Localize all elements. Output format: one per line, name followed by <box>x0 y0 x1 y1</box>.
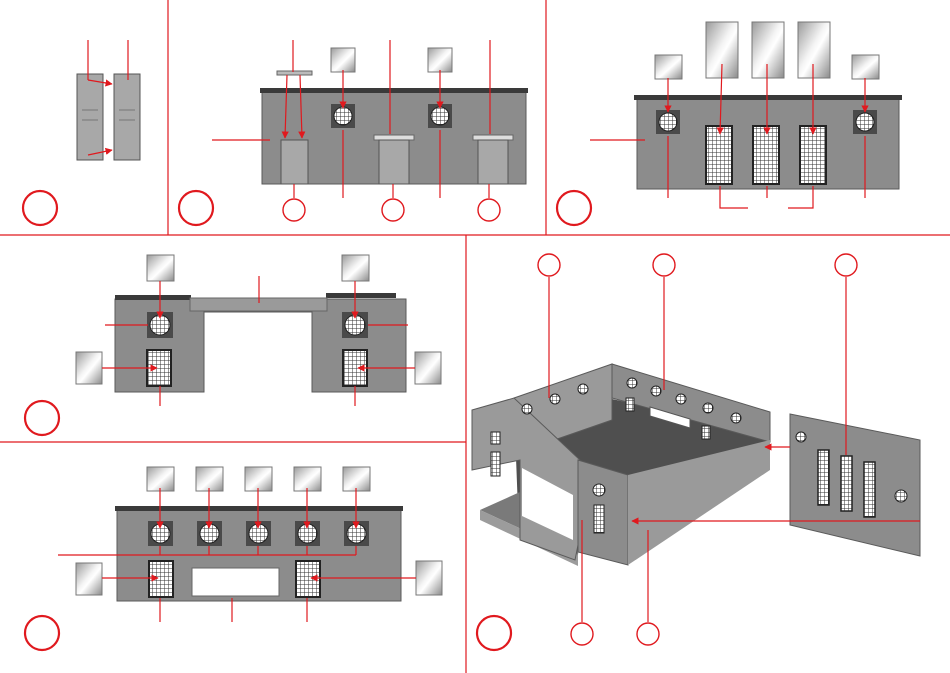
grid-window-icon <box>296 561 320 597</box>
panel-2 <box>179 40 528 225</box>
round-window-icon <box>431 107 449 125</box>
part-callout-circle <box>653 254 675 276</box>
panel-5 <box>25 467 442 650</box>
glazing-sheet-icon <box>343 467 370 491</box>
glazing-sheet-icon <box>416 561 442 595</box>
step-marker-circle <box>25 401 59 435</box>
panel-3 <box>557 22 902 225</box>
door-lintel <box>277 71 312 75</box>
step-marker-circle <box>179 191 213 225</box>
glazing-sheet-icon <box>294 467 321 491</box>
glazing-sheet-icon <box>852 55 879 79</box>
glazing-sheet-icon <box>415 352 441 384</box>
door-icon <box>379 140 409 184</box>
glazing-sheet-icon <box>147 255 174 281</box>
panel-6 <box>472 254 920 650</box>
wall-opening <box>192 568 279 596</box>
step-marker-circle <box>25 616 59 650</box>
grid-window-icon <box>149 561 173 597</box>
round-window-icon <box>659 113 677 131</box>
detached-side-wall <box>790 414 920 556</box>
glazing-sheet-icon <box>331 48 355 72</box>
step-marker-circle <box>23 191 57 225</box>
round-window-icon <box>856 113 874 131</box>
part-callout-circle <box>637 623 659 645</box>
door-left-icon <box>77 74 103 160</box>
door-icon <box>478 140 508 184</box>
glazing-sheet-icon <box>798 22 830 78</box>
glazing-sheet-icon <box>76 352 102 384</box>
step-marker-circle <box>557 191 591 225</box>
panel-4 <box>25 255 441 435</box>
part-callout-circle <box>382 199 404 221</box>
glazing-sheet-icon <box>76 563 102 595</box>
glazing-sheet-icon <box>196 467 223 491</box>
glazing-sheet-icon <box>428 48 452 72</box>
glazing-sheet-icon <box>655 55 682 79</box>
door-right-icon <box>114 74 140 160</box>
grid-window-icon <box>753 126 779 184</box>
part-callout-circle <box>478 199 500 221</box>
glazing-row <box>147 467 370 491</box>
round-window-icon <box>334 107 352 125</box>
door-icon <box>281 140 308 184</box>
glazing-sheet-icon <box>752 22 784 78</box>
grid-window-icon <box>706 126 732 184</box>
part-callout-circle <box>283 199 305 221</box>
part-callout-circle <box>571 623 593 645</box>
step-marker-circle <box>477 616 511 650</box>
glazing-sheet-icon <box>245 467 272 491</box>
glazing-sheet-icon <box>147 467 174 491</box>
part-callout-circle <box>538 254 560 276</box>
part-callout-circle <box>835 254 857 276</box>
glazing-sheet-icon <box>342 255 369 281</box>
panel-1 <box>23 40 140 225</box>
grid-window-icon <box>800 126 826 184</box>
